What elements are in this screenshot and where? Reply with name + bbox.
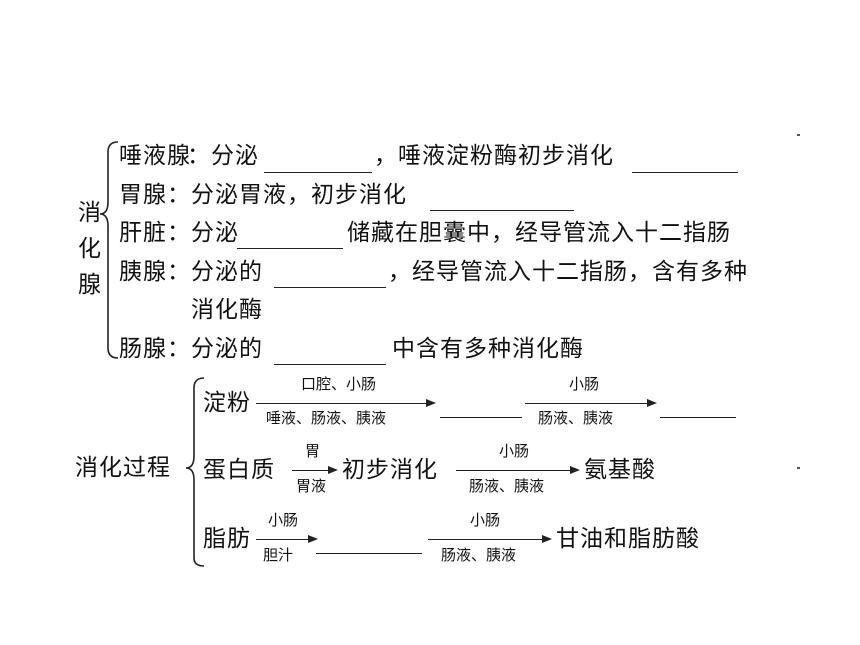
pancreas-line2: 消化酶 <box>191 297 263 323</box>
starch-blank-1 <box>440 417 522 418</box>
fat-arrow2-bottom: 肠液、胰液 <box>441 546 517 564</box>
protein-arrow2-head <box>570 466 580 474</box>
starch-arrow2-head <box>647 399 657 407</box>
starch-blank-2 <box>660 417 736 418</box>
gastric-text: ：分泌胃液，初步消化 <box>167 182 407 208</box>
glands-brace <box>99 141 119 359</box>
starch-arrow2-top: 小肠 <box>569 375 600 393</box>
fat-name: 脂肪 <box>203 526 251 552</box>
process-label: 消化过程 <box>75 455 171 481</box>
glands-side-label-1: 消 <box>78 200 101 226</box>
protein-arrow2-top: 小肠 <box>499 442 530 460</box>
starch-arrow2-bottom: 肠液、胰液 <box>538 409 614 427</box>
scan-speck-2 <box>797 467 800 469</box>
fat-arrow1-top: 小肠 <box>268 511 299 529</box>
protein-product: 氨基酸 <box>584 457 656 483</box>
protein-arrow2-shaft <box>456 470 570 471</box>
glands-side-label-2: 化 <box>78 236 101 262</box>
salivary-blank-2 <box>632 172 738 173</box>
process-brace <box>185 377 205 567</box>
protein-arrow1-top: 胃 <box>305 442 321 460</box>
pancreas-name: 胰腺 <box>119 259 167 285</box>
salivary-gland-name: 唾液腺 <box>119 143 191 169</box>
fat-arrow2-shaft <box>428 539 542 540</box>
fat-arrow2-top: 小肠 <box>470 511 501 529</box>
starch-arrow1-bottom: 唾液、肠液、胰液 <box>266 409 387 427</box>
protein-arrow1-shaft <box>292 470 328 471</box>
starch-arrow2-shaft <box>525 403 649 404</box>
scan-speck-1 <box>797 134 800 136</box>
protein-arrow1-bottom: 胃液 <box>296 477 327 495</box>
gastric-gland-name: 胃腺 <box>119 182 167 208</box>
salivary-rest: ，唾液淀粉酶初步消化 <box>374 143 614 169</box>
liver-rest: 储藏在胆囊中，经导管流入十二指肠 <box>347 220 731 246</box>
gastric-blank <box>430 210 574 211</box>
intestinal-rest: 中含有多种消化酶 <box>392 336 584 362</box>
fat-arrow1-bottom: 胆汁 <box>263 546 294 564</box>
pancreas-secretes: ：分泌的 <box>167 259 263 285</box>
protein-name: 蛋白质 <box>203 457 275 483</box>
starch-arrow1-shaft <box>256 403 428 404</box>
fat-arrow1-shaft <box>256 539 310 540</box>
pancreas-blank <box>274 287 386 288</box>
fat-product: 甘油和脂肪酸 <box>556 526 700 552</box>
protein-arrow2-bottom: 肠液、胰液 <box>469 477 545 495</box>
fat-arrow2-head <box>542 535 552 543</box>
fat-arrow1-head <box>308 535 318 543</box>
intestinal-secretes: ：分泌的 <box>167 336 263 362</box>
salivary-blank-1 <box>264 172 372 173</box>
starch-arrow1-top: 口腔、小肠 <box>301 375 377 393</box>
protein-arrow1-head <box>328 466 338 474</box>
starch-name: 淀粉 <box>203 390 251 416</box>
fat-blank <box>316 553 422 554</box>
liver-secretes: ：分泌 <box>167 220 239 246</box>
starch-arrow1-head <box>426 399 436 407</box>
intestinal-name: 肠腺 <box>119 336 167 362</box>
glands-side-label-3: 腺 <box>78 272 101 298</box>
liver-blank <box>237 248 343 249</box>
salivary-secretes: ：分泌 <box>187 143 259 169</box>
intestinal-blank <box>274 364 386 365</box>
protein-middle: 初步消化 <box>342 457 438 483</box>
pancreas-rest: ，经导管流入十二指肠，含有多种 <box>388 259 748 285</box>
liver-name: 肝脏 <box>119 220 167 246</box>
